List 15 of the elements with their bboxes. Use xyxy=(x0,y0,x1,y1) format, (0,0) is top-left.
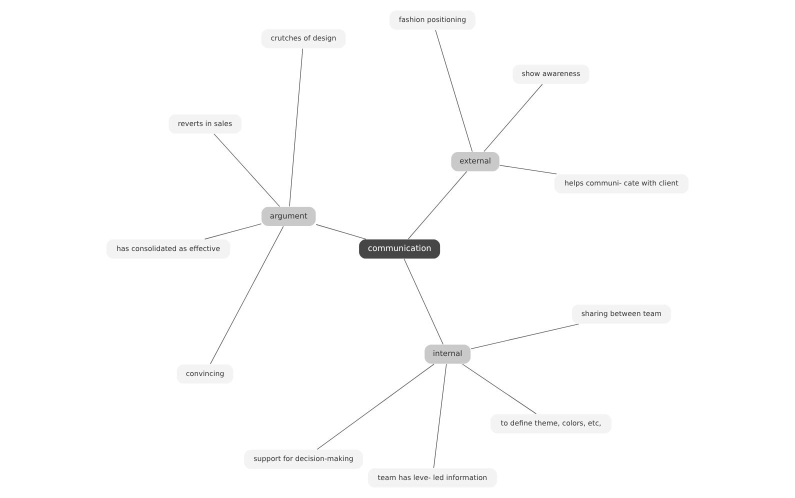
connector xyxy=(214,134,280,207)
connector xyxy=(204,224,262,240)
connector xyxy=(404,258,444,345)
connector xyxy=(316,224,366,240)
connector xyxy=(499,165,557,174)
connector xyxy=(210,226,284,364)
connector xyxy=(484,84,543,152)
connector xyxy=(462,364,537,414)
connector xyxy=(470,324,579,350)
connector xyxy=(289,48,304,207)
connector xyxy=(408,171,468,240)
connector xyxy=(316,364,434,450)
node-box: communication xyxy=(358,238,441,260)
connector xyxy=(433,364,447,468)
connector xyxy=(435,30,473,152)
